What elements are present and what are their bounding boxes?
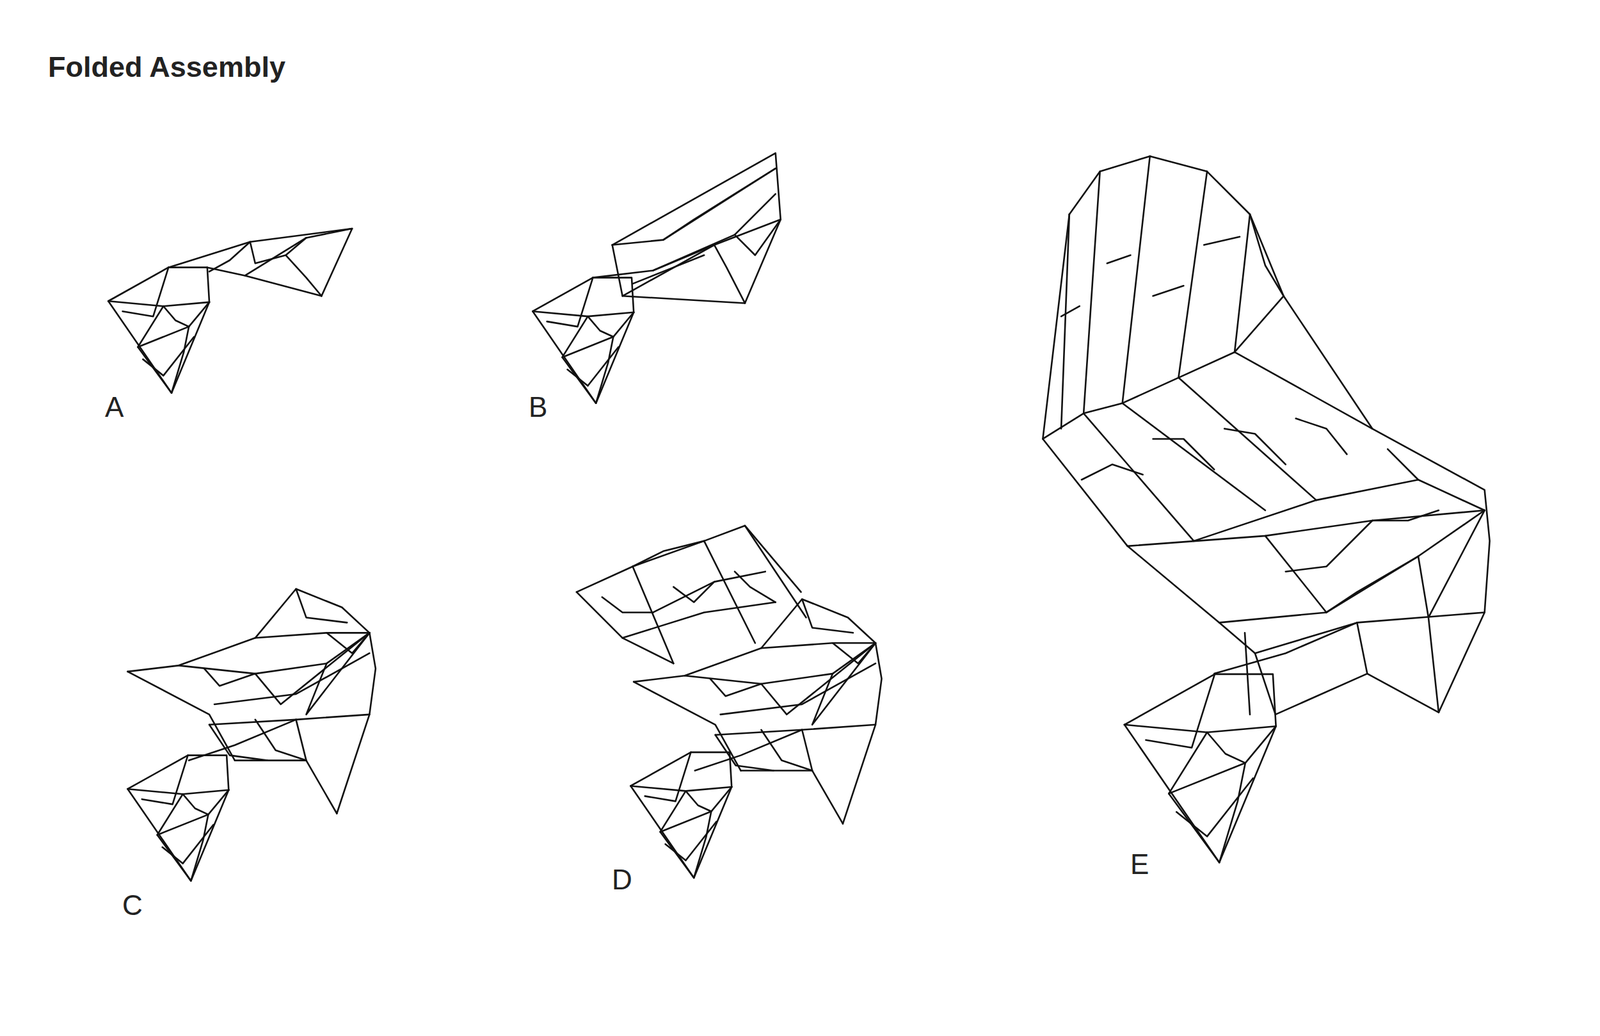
figure-label: A: [104, 391, 124, 423]
figure-label: B: [528, 391, 548, 423]
figure-title: Folded Assembly: [48, 51, 286, 84]
figure-label: E: [1130, 848, 1149, 880]
figure-label: C: [122, 889, 143, 921]
figure-label: D: [611, 864, 633, 895]
